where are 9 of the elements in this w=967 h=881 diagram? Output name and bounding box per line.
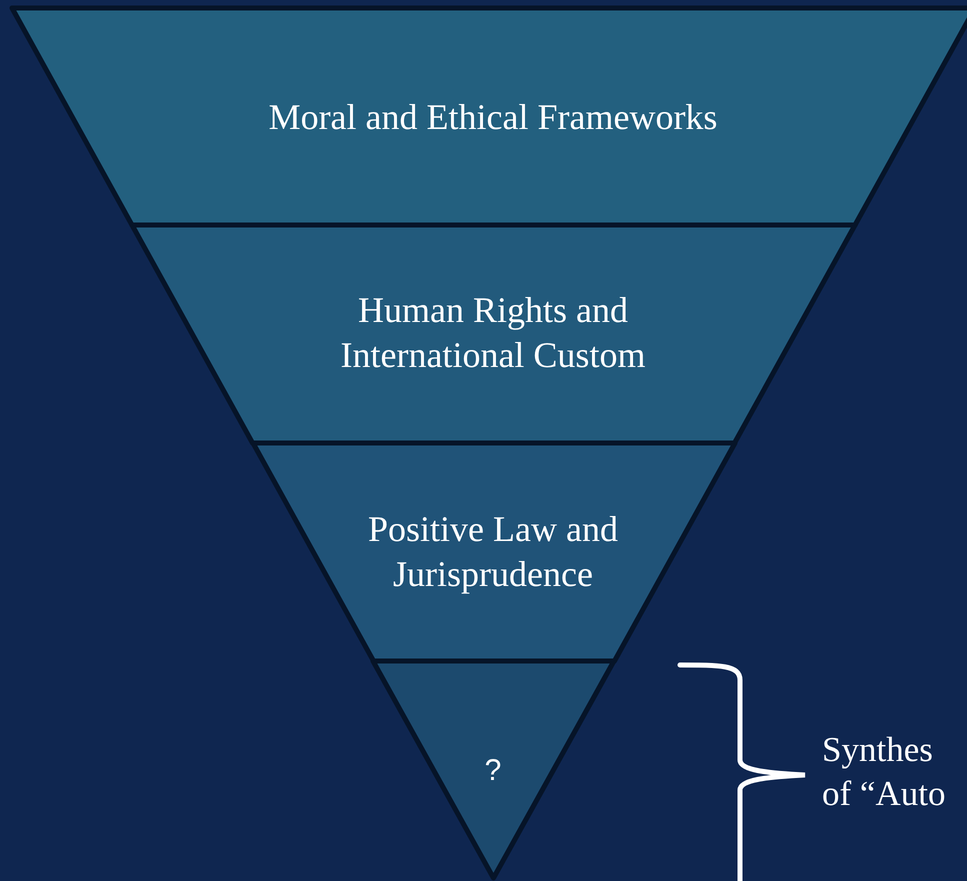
side-label: Synthes of “Auto (822, 729, 946, 815)
pyramid-tier (252, 443, 734, 661)
tier-label: Positive Law and Jurisprudence (367, 508, 619, 596)
tier-label: Moral and Ethical Frameworks (268, 96, 718, 138)
tier-label: Human Rights and International Custom (340, 289, 646, 377)
pyramid-tier (12, 8, 967, 225)
tier-label: ? (484, 752, 502, 788)
pyramid-tier (132, 225, 856, 443)
pyramid-tip (373, 661, 614, 878)
